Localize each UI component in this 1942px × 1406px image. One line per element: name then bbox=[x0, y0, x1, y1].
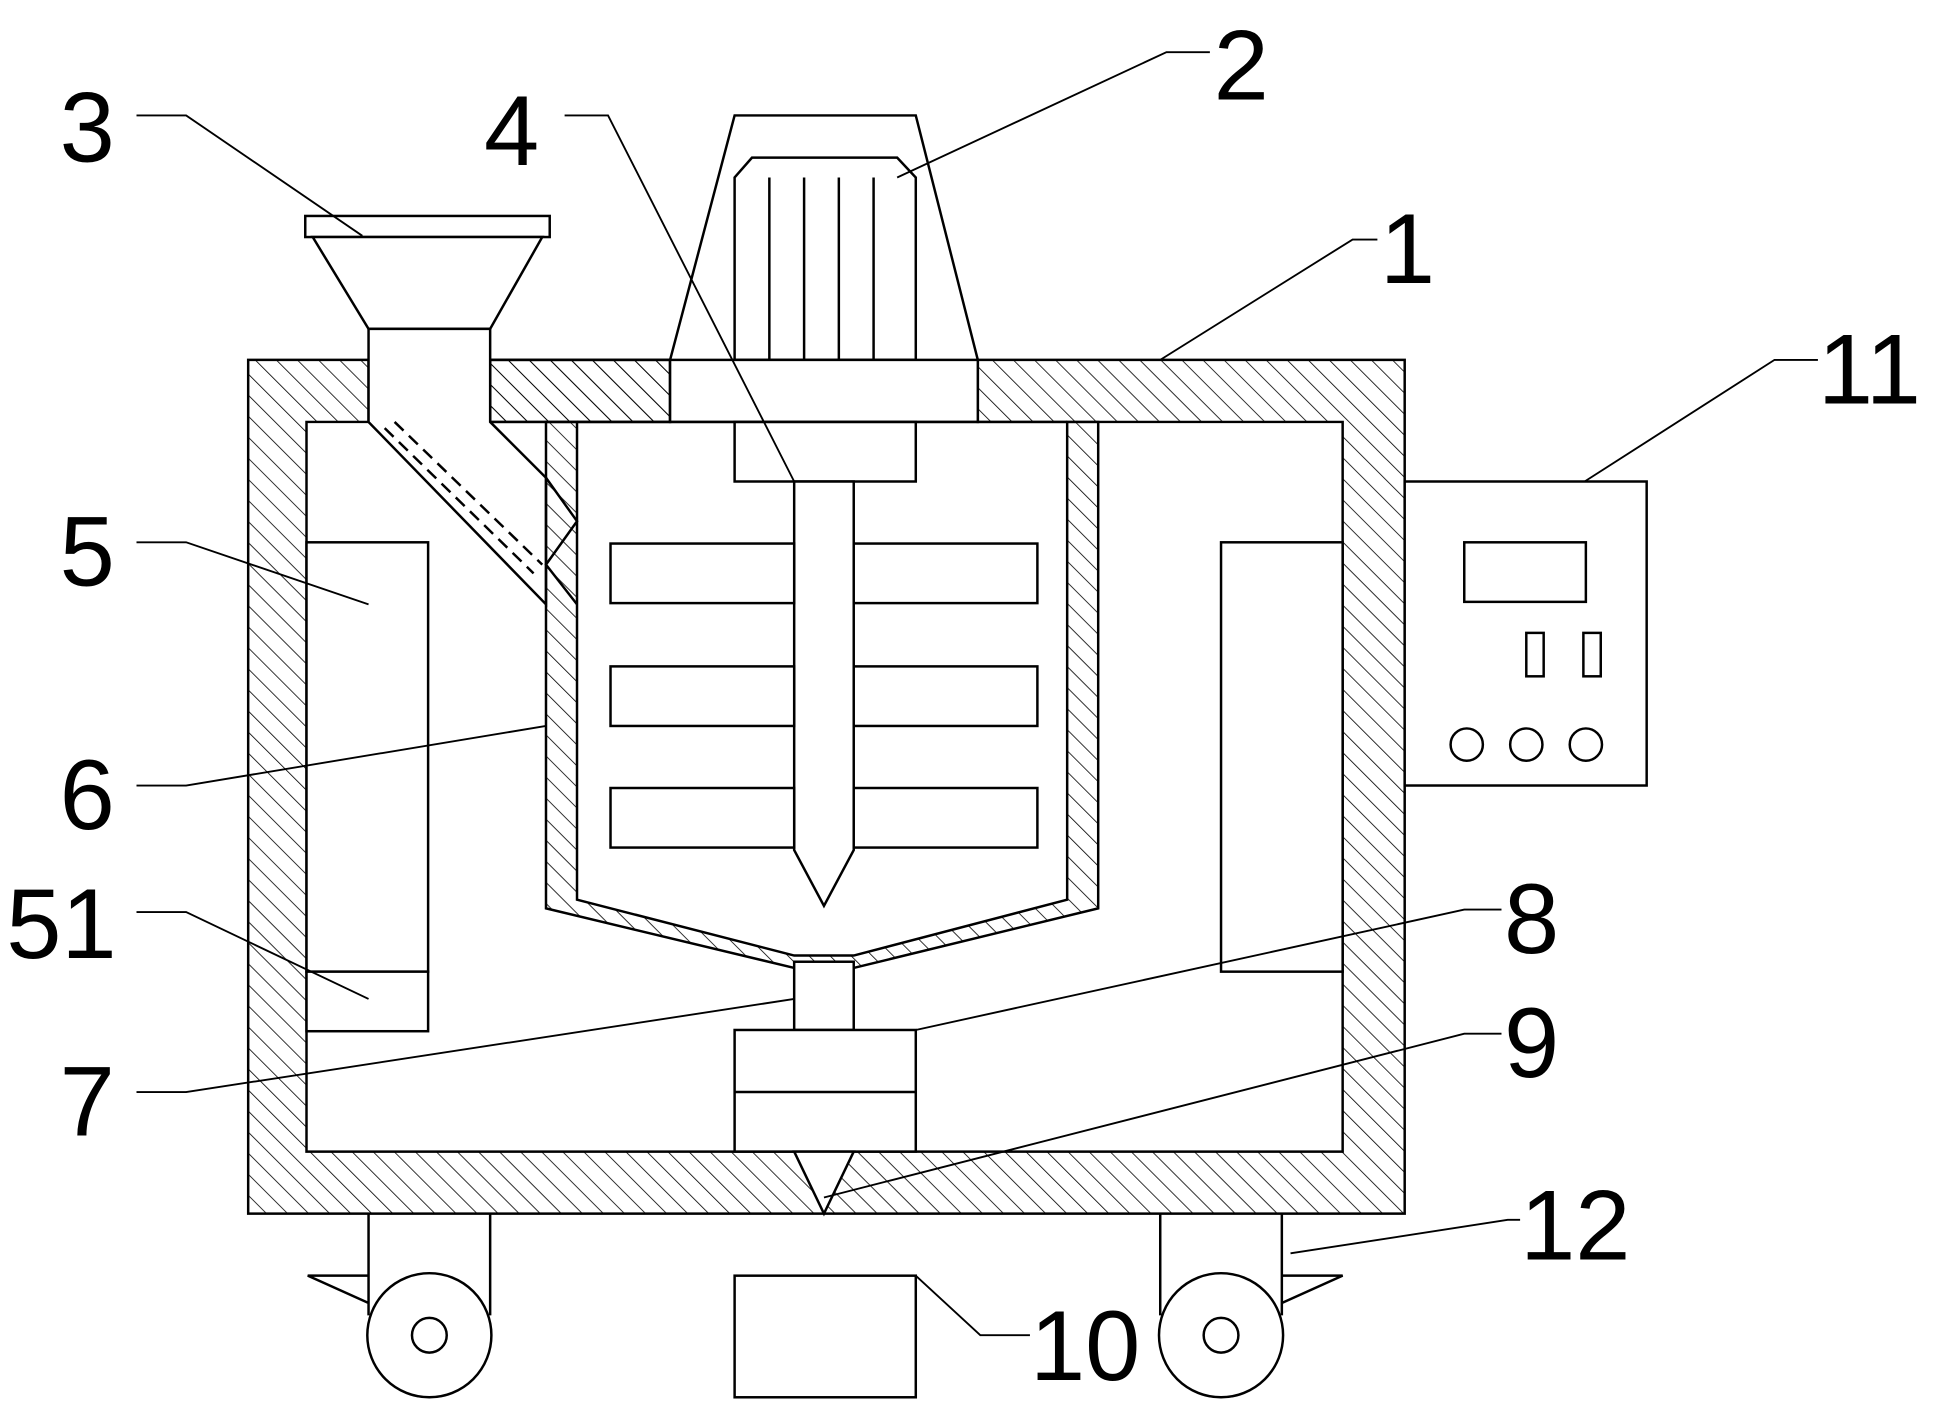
heater-right bbox=[1221, 542, 1343, 971]
label-11: 11 bbox=[1818, 314, 1921, 425]
wheel-left bbox=[308, 1214, 492, 1398]
label-5: 5 bbox=[60, 497, 115, 608]
control-panel bbox=[1405, 482, 1647, 786]
collection-box bbox=[735, 1276, 916, 1398]
label-12: 12 bbox=[1520, 1171, 1630, 1282]
label-6: 6 bbox=[60, 740, 115, 851]
label-9: 9 bbox=[1504, 988, 1559, 1099]
motor bbox=[670, 115, 978, 481]
label-10: 10 bbox=[1030, 1291, 1140, 1402]
heater-left bbox=[307, 542, 429, 971]
wheel-right bbox=[1159, 1214, 1343, 1398]
label-51: 51 bbox=[6, 869, 116, 980]
housing-top-segment bbox=[490, 360, 670, 422]
label-3: 3 bbox=[60, 72, 115, 183]
label-1: 1 bbox=[1380, 194, 1435, 305]
label-4: 4 bbox=[484, 76, 539, 187]
stirring-shaft bbox=[611, 482, 1038, 906]
label-2: 2 bbox=[1214, 10, 1269, 121]
label-7: 7 bbox=[60, 1046, 115, 1157]
label-8: 8 bbox=[1504, 864, 1559, 975]
heater-base-left bbox=[307, 972, 429, 1032]
outlet-pipe bbox=[794, 962, 854, 1030]
